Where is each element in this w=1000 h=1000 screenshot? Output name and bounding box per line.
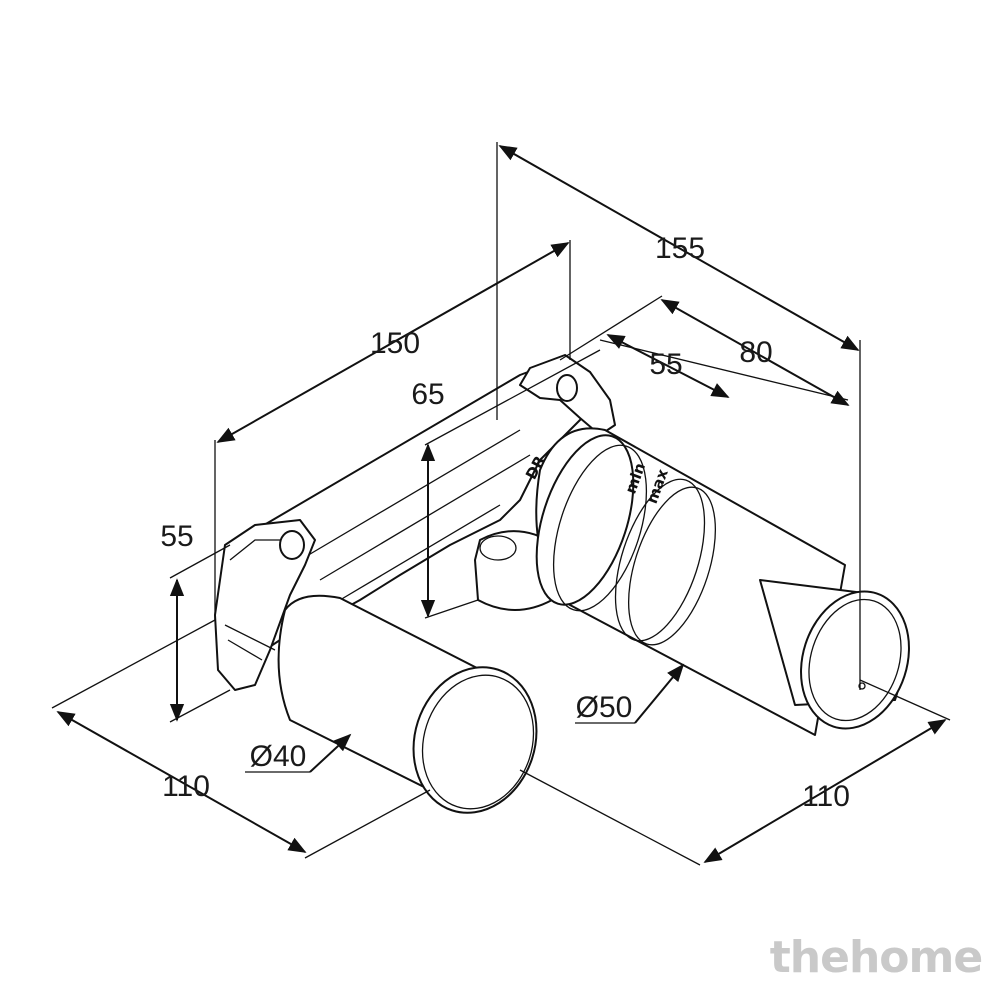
dim-diameter-40: Ø40 bbox=[250, 740, 307, 773]
watermark-logo: thehome bbox=[770, 932, 982, 983]
dim-150: 150 bbox=[370, 327, 420, 360]
left-screw-hole bbox=[279, 530, 305, 560]
dim-55-top: 55 bbox=[649, 348, 682, 381]
dim-80: 80 bbox=[739, 336, 772, 369]
right-connection-cylinder: min max bbox=[535, 427, 910, 736]
dim-55-left: 55 bbox=[160, 520, 193, 553]
left-cylinder-end bbox=[412, 666, 538, 814]
dim-diameter-50: Ø50 bbox=[576, 691, 633, 724]
left-connection-cylinder bbox=[277, 594, 538, 814]
dim-110-right: 110 bbox=[802, 780, 850, 813]
dim-65: 65 bbox=[411, 378, 444, 411]
dim-110-left: 110 bbox=[162, 770, 210, 803]
right-screw-hole bbox=[556, 374, 578, 402]
dimension-lines bbox=[51, 142, 951, 866]
dim-155: 155 bbox=[655, 232, 705, 265]
